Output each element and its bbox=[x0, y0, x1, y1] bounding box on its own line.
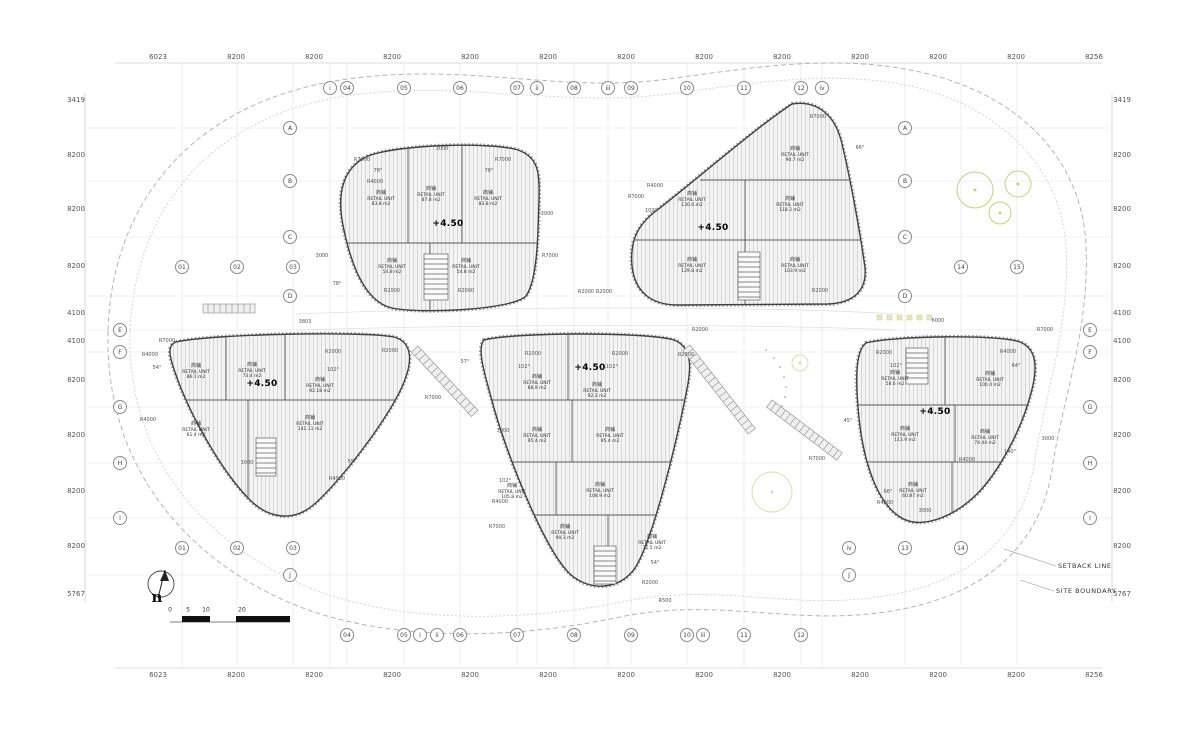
stair-cores bbox=[255, 251, 929, 585]
north-arrow-icon bbox=[147, 569, 175, 599]
building-block-left bbox=[168, 331, 412, 519]
plaza-furniture bbox=[765, 314, 933, 407]
scale-bar bbox=[170, 616, 290, 623]
building-block-right bbox=[854, 334, 1038, 525]
walkway-lines bbox=[295, 307, 899, 331]
building-block-top-left bbox=[338, 143, 542, 313]
building-blocks bbox=[168, 101, 1038, 589]
tree-icon bbox=[791, 354, 809, 372]
tree-icon bbox=[956, 171, 994, 209]
label-leader-lines bbox=[1003, 548, 1057, 592]
unit-partition-walls bbox=[169, 145, 1035, 580]
trees bbox=[751, 170, 1032, 513]
building-block-center bbox=[479, 332, 692, 589]
dimension-lines bbox=[84, 62, 1113, 669]
tree-icon bbox=[988, 201, 1012, 225]
building-block-top-right bbox=[629, 101, 868, 308]
setback-line bbox=[129, 77, 1067, 617]
site-boundary-line bbox=[107, 62, 1087, 635]
tree-icon bbox=[751, 471, 793, 513]
stair-ramps bbox=[202, 303, 843, 461]
tree-icon bbox=[1004, 170, 1032, 198]
